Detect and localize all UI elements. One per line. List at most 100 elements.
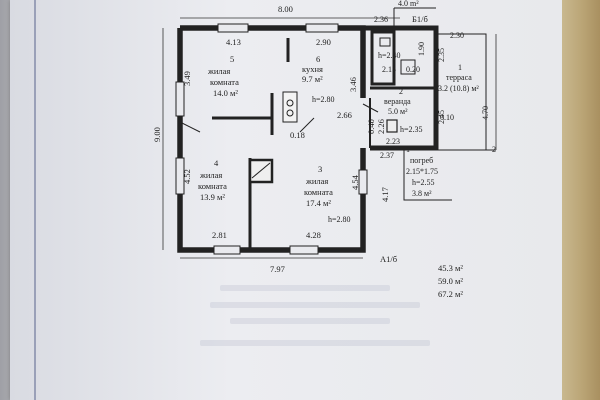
window [217, 23, 249, 33]
cellar-hatch [400, 59, 416, 75]
dim-417: 4.17 [380, 187, 390, 202]
dim-018: 0.18 [290, 130, 305, 140]
svg-text:h=2.55: h=2.55 [412, 178, 435, 187]
dim-bottom-left: 2.81 [212, 230, 227, 240]
dim-215: 2.15 [382, 65, 396, 74]
dim-190: 1.90 [417, 42, 426, 56]
room-5: 5 жилая комната 14.0 м² [207, 54, 239, 98]
svg-text:3.8 м²: 3.8 м² [412, 189, 432, 198]
svg-text:9.7 м²: 9.7 м² [302, 74, 323, 84]
bleed-through-line [210, 302, 420, 308]
dim-top-total: 8.00 [278, 4, 293, 14]
window [358, 169, 368, 195]
svg-text:комната: комната [304, 187, 333, 197]
page-margin-line [34, 0, 36, 400]
svg-text:жилая: жилая [207, 66, 230, 76]
svg-text:терраса: терраса [446, 73, 472, 82]
dim-454: 4.54 [350, 174, 360, 190]
cellar-info: погреб 2.15*1.75 h=2.55 3.8 м² [406, 156, 438, 198]
svg-text:5.0 м²: 5.0 м² [388, 107, 408, 116]
dim-bottom-mid: 4.28 [306, 230, 321, 240]
dim-400: 4.0 m² [398, 0, 419, 8]
cellar-pit [386, 119, 398, 133]
label-h280-kitchen: h=2.80 [312, 95, 335, 104]
label-b1b: Б1/б [412, 14, 428, 24]
dim-237: 2.37 [380, 151, 394, 160]
dim-040: 0.40 [366, 119, 376, 134]
area-totals: 45.3 м² 59.0 м² 67.2 м² [438, 263, 463, 299]
svg-text:погреб: погреб [410, 156, 433, 165]
label-h240: h=2.40 [378, 51, 401, 60]
stove [282, 91, 298, 123]
dimension-lines [162, 17, 497, 259]
dim-470: 4.70 [481, 106, 490, 120]
dim-236: 2.36 [374, 15, 388, 24]
svg-text:комната: комната [210, 77, 239, 87]
window [175, 81, 185, 117]
svg-text:2: 2 [399, 87, 403, 96]
dim-226: 2.26 [376, 119, 386, 134]
svg-text:2.15*1.75: 2.15*1.75 [406, 167, 438, 176]
label-a1b: А1/б [380, 254, 397, 264]
svg-text:жилая: жилая [305, 176, 328, 186]
window [305, 23, 339, 33]
window [289, 245, 319, 255]
label-mark-1: 1 [406, 145, 410, 154]
dim-452: 4.52 [182, 169, 192, 184]
boiler [379, 37, 391, 47]
room-2: 2 веранда 5.0 м² [384, 87, 411, 116]
window [213, 245, 241, 255]
dim-top-right: 2.90 [316, 37, 331, 47]
svg-text:3.2 (10.8) м²: 3.2 (10.8) м² [438, 84, 479, 93]
dim-top-left: 4.13 [226, 37, 241, 47]
plan-labels: Б1/б А1/б 1 2 h=2.40 h=2.80 h=2.35 h=2.8… [312, 14, 496, 264]
dim-left-total: 9.00 [152, 127, 162, 142]
svg-text:4: 4 [214, 158, 219, 168]
wooden-table-edge [562, 0, 600, 400]
windows [175, 23, 368, 255]
svg-text:17.4 м²: 17.4 м² [306, 198, 331, 208]
dim-346: 3.46 [348, 77, 358, 92]
dim-bottom-total: 7.97 [270, 264, 285, 274]
room-6: 6 кухня 9.7 м² [302, 54, 323, 84]
terrace-outline [393, 7, 496, 151]
bleed-through-line [220, 285, 390, 291]
room-3: 3 жилая комната 17.4 м² [304, 164, 333, 208]
svg-text:кухня: кухня [302, 64, 323, 74]
dim-230: 2.30 [450, 31, 464, 40]
dimension-labels: 8.00 4.13 2.90 9.00 7.97 2.81 4.28 3.49 … [152, 0, 490, 274]
paper-sheet [10, 0, 562, 400]
dim-266: 2.66 [337, 110, 352, 120]
svg-text:жилая: жилая [199, 170, 222, 180]
storage-room [370, 30, 396, 86]
svg-text:13.9 м²: 13.9 м² [200, 192, 225, 202]
veranda-block [362, 25, 439, 151]
interior-walls [179, 38, 315, 250]
svg-text:14.0 м²: 14.0 м² [213, 88, 238, 98]
dim-235: 2.35 [437, 48, 446, 62]
svg-text:комната: комната [198, 181, 227, 191]
svg-text:веранда: веранда [384, 97, 411, 106]
svg-text:1: 1 [458, 63, 462, 72]
room-1: 1 терраса 3.2 (10.8) м² [438, 63, 479, 93]
svg-text:3: 3 [318, 164, 322, 174]
bleed-through-line [200, 340, 430, 346]
dim-349: 3.49 [182, 71, 192, 86]
svg-text:5: 5 [230, 54, 234, 64]
total-all: 67.2 м² [438, 289, 463, 299]
dim-223: 2.23 [386, 137, 400, 146]
dim-245: 2.45 [437, 110, 446, 124]
bleed-through-line [230, 318, 390, 324]
room-4: 4 жилая комната 13.9 м² [198, 158, 227, 202]
label-mark-2: 2 [492, 145, 496, 154]
total-living: 45.3 м² [438, 263, 463, 273]
label-h280-room3: h=2.80 [328, 215, 351, 224]
cellar-callout [403, 150, 452, 201]
dim-010: 0.10 [440, 113, 454, 122]
label-h235: h=2.35 [400, 125, 423, 134]
svg-text:6: 6 [316, 54, 320, 64]
dim-020: 0.20 [406, 65, 420, 74]
total-general: 59.0 м² [438, 276, 463, 286]
